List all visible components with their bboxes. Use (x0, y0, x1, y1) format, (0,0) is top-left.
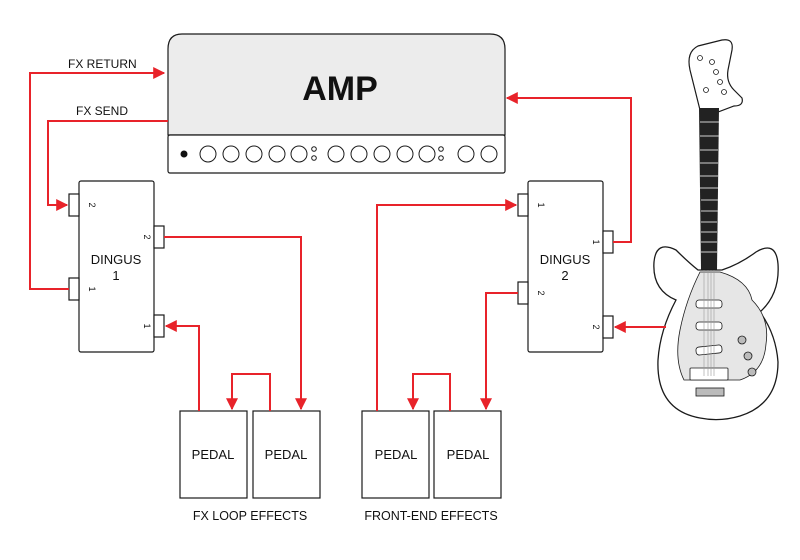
electric-guitar-icon (653, 39, 779, 421)
fx-return-label: FX RETURN (68, 57, 137, 71)
dingus-2-jack-label: 1 (591, 239, 601, 244)
guitar-fretboard (699, 108, 719, 270)
amp-switch (311, 155, 317, 161)
dingus-2-number: 2 (561, 268, 568, 283)
amp-knob (480, 145, 498, 163)
amp-knobs[interactable] (199, 145, 498, 163)
amp-switch (438, 155, 444, 161)
dingus1-to-fxloop-wire (164, 236, 307, 411)
dingus-1-label: DINGUS (91, 252, 142, 267)
dingus-1-jack-left-top (68, 193, 80, 217)
guitar-headstock (688, 39, 743, 113)
amp-input-jack[interactable] (180, 150, 188, 158)
dingus-2-jack-label: 1 (536, 202, 546, 207)
guitar-knob (737, 335, 747, 345)
fx-loop-pedals: PEDAL PEDAL FX LOOP EFFECTS (179, 410, 321, 523)
amp-knob (245, 145, 263, 163)
fx-loop-pedal-1 (179, 410, 248, 499)
signal-wires (29, 67, 666, 411)
amp-knob (418, 145, 436, 163)
dingus-1-jack-right-top (153, 225, 165, 249)
fx-loop-pedal-2-label: PEDAL (265, 447, 308, 462)
dingus2-to-amp-wire (505, 92, 632, 243)
amp-knob (373, 145, 391, 163)
guitar-knob (743, 351, 753, 361)
front-end-pedals: PEDAL PEDAL FRONT-END EFFECTS (361, 410, 502, 523)
guitar-bridge (689, 367, 729, 381)
guitar-output-plate (695, 387, 725, 397)
dingus-1-jack-left-bottom (68, 277, 80, 301)
dingus-2-box: DINGUS 2 1 2 1 2 (517, 180, 614, 353)
dingus-1-jack-label: 2 (87, 202, 97, 207)
amp-body (167, 33, 506, 136)
dingus-2-jack-label: 2 (591, 324, 601, 329)
amp-knob (222, 145, 240, 163)
dingus-1-jack-label: 2 (142, 234, 152, 239)
amp-knob (457, 145, 475, 163)
dingus-2-body (527, 180, 604, 353)
fx-loop-pedal-1-label: PEDAL (192, 447, 235, 462)
amp-switch (438, 146, 444, 152)
dingus-2-jack-right-top (602, 230, 614, 254)
amp-switch (311, 146, 317, 152)
fx-send-wire (47, 120, 168, 211)
dingus-1-box: DINGUS 1 2 1 2 1 (68, 180, 165, 353)
amp-knob (268, 145, 286, 163)
fxloop-to-dingus1-wire (164, 320, 200, 411)
front-end-pedal-1-label: PEDAL (375, 447, 418, 462)
front-end-pedal-1 (361, 410, 430, 499)
dingus-2-jack-right-bottom (602, 315, 614, 339)
amp-knob (199, 145, 217, 163)
guitar-pickup (695, 321, 723, 331)
dingus-1-body (78, 180, 155, 353)
amp-knob (396, 145, 414, 163)
fx-return-wire (29, 67, 166, 290)
dingus-2-label: DINGUS (540, 252, 591, 267)
fx-loop-pedal-2 (252, 410, 321, 499)
amp: AMP (167, 33, 506, 174)
dingus-2-jack-left-top (517, 193, 529, 217)
amp-label: AMP (302, 70, 378, 108)
front-end-pedal-2 (433, 410, 502, 499)
fx-send-label: FX SEND (76, 104, 128, 118)
amp-knob (350, 145, 368, 163)
fx-loop-caption: FX LOOP EFFECTS (193, 509, 307, 523)
front-end-caption: FRONT-END EFFECTS (364, 509, 497, 523)
dingus-2-jack-left-bottom (517, 281, 529, 305)
front-end-pedal-2-label: PEDAL (447, 447, 490, 462)
fxloop-pedal2-to-pedal1-wire (226, 373, 271, 411)
dingus-1-jack-right-bottom (153, 314, 165, 338)
frontend-pedal2-to-pedal1-wire (407, 373, 451, 411)
guitar-knob (747, 367, 757, 377)
guitar-pickup (695, 299, 723, 309)
amp-knob (327, 145, 345, 163)
dingus2-to-frontend-wire (480, 292, 518, 411)
dingus-1-jack-label: 1 (142, 323, 152, 328)
dingus-2-jack-label: 2 (536, 290, 546, 295)
amp-knob (290, 145, 308, 163)
frontend-to-dingus2-wire (376, 199, 518, 411)
dingus-1-jack-label: 1 (87, 286, 97, 291)
dingus-1-number: 1 (112, 268, 119, 283)
guitar-pickup (695, 344, 723, 356)
